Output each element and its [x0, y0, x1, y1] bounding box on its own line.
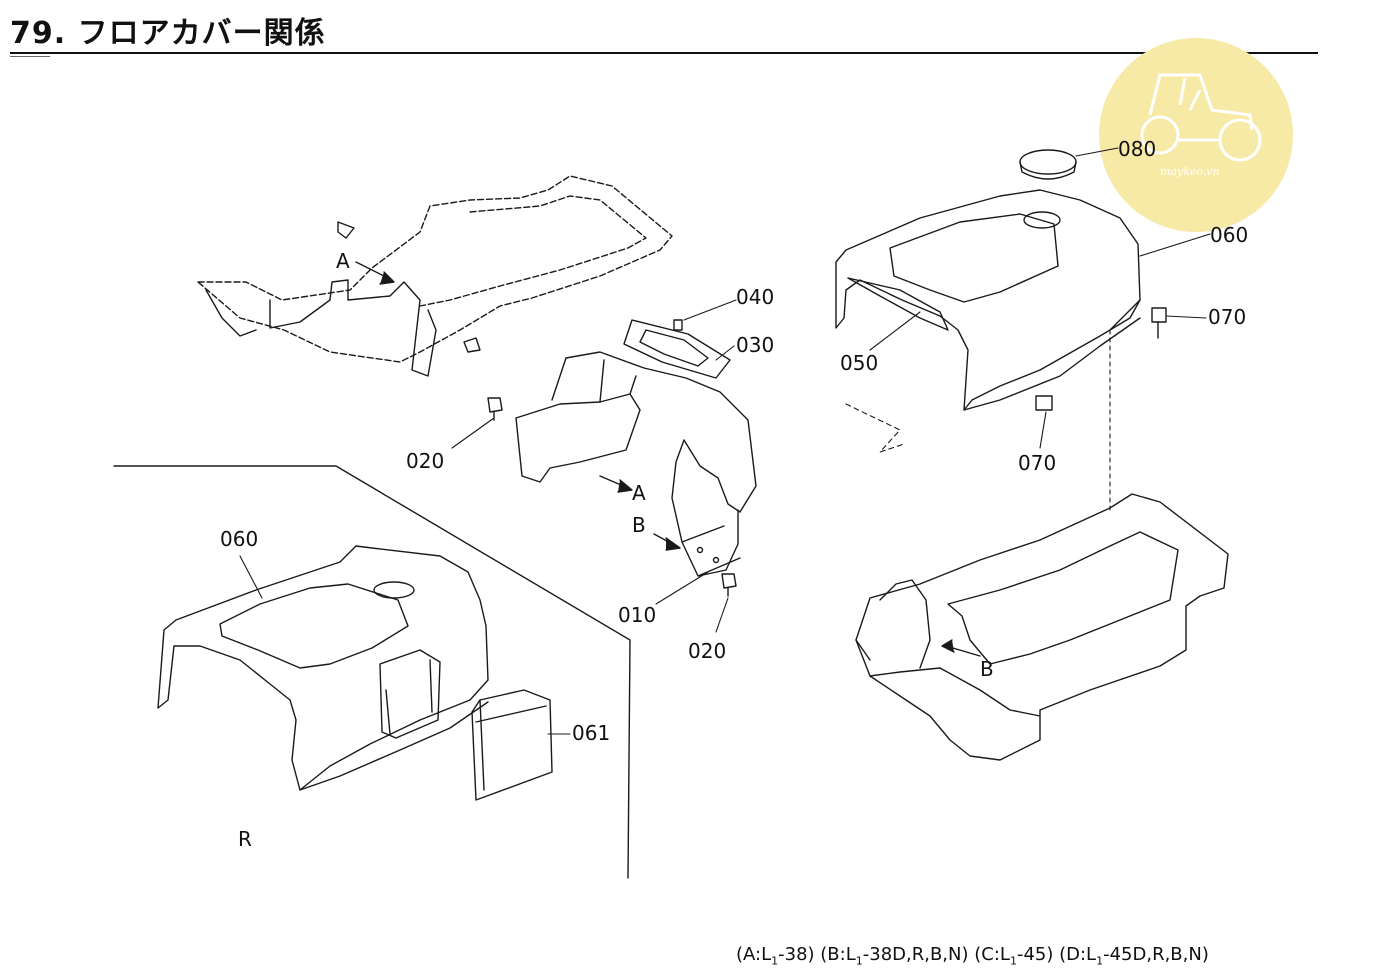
floor-duct-010: [515, 351, 757, 577]
floor-cover-060-right: [835, 189, 1141, 411]
ref-label-a-top: A: [336, 249, 350, 273]
part-label-061: 061: [572, 721, 610, 745]
bolt-040: [673, 319, 683, 331]
part-label-040: 040: [736, 285, 774, 309]
part-label-020-bottom: 020: [688, 639, 726, 663]
part-label-070-bottom: 070: [1018, 451, 1056, 475]
part-label-020-left: 020: [406, 449, 444, 473]
model-note-b: (B:L1-38D,R,B,N): [820, 944, 969, 968]
part-label-050: 050: [840, 351, 878, 375]
direction-arrows: [355, 261, 981, 657]
bolt-070-right: [1151, 307, 1167, 339]
floor-frame-lower-right: [855, 493, 1229, 761]
ref-label-b-right: B: [980, 657, 994, 681]
floor-frame-brackets: [205, 221, 481, 377]
part-label-060-right: 060: [1210, 223, 1248, 247]
model-note-d: (D:L1-45D,R,B,N): [1059, 944, 1209, 968]
side-panel-061: [471, 689, 553, 801]
part-label-070-right: 070: [1208, 305, 1246, 329]
title-underline-accent: [10, 56, 50, 57]
ref-label-r: R: [238, 827, 252, 851]
model-note-a: (A:L1-38): [736, 944, 815, 968]
page-title: 79. フロアカバー関係: [10, 16, 326, 51]
cap-080: [1019, 149, 1077, 180]
floor-frame-upper-left: [197, 175, 673, 363]
watermark-circle: [1099, 38, 1293, 232]
watermark-logo: maykeo.vn: [1099, 38, 1293, 232]
part-label-060-left: 060: [220, 527, 258, 551]
title-underline: [10, 52, 1318, 54]
part-label-010: 010: [618, 603, 656, 627]
ref-label-a-mid: A: [632, 481, 646, 505]
bolt-070-bottom: [1035, 395, 1053, 411]
bolt-020-lower: [721, 573, 737, 597]
watermark-text: maykeo.vn: [1160, 165, 1220, 178]
section-divider: [113, 465, 631, 879]
tractor-icon: [1140, 73, 1262, 162]
leader-lines: [239, 147, 1211, 735]
floor-cover-060-left: [157, 545, 489, 791]
part-label-030: 030: [736, 333, 774, 357]
model-note-c: (C:L1-45): [974, 944, 1054, 968]
ref-label-b-mid: B: [632, 513, 646, 537]
model-applicability-footer: (A:L1-38) (B:L1-38D,R,B,N) (C:L1-45) (D:…: [736, 944, 1209, 968]
bolt-020-upper: [487, 397, 503, 421]
part-label-080: 080: [1118, 137, 1156, 161]
cover-plate-030: [623, 319, 731, 379]
